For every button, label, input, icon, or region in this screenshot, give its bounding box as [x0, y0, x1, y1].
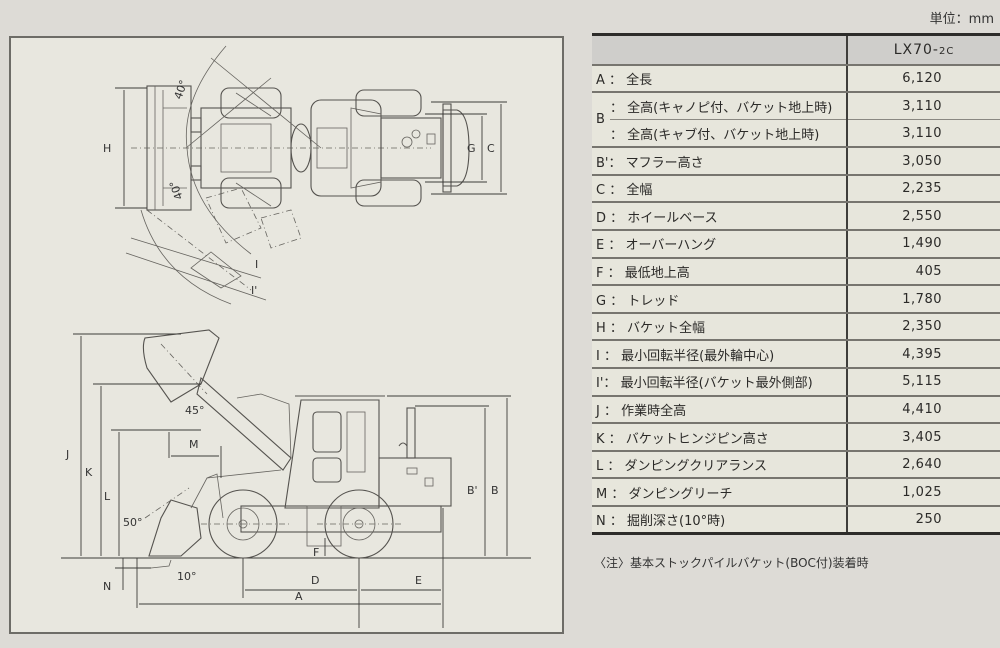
dim-H-label: H [103, 142, 111, 155]
table-row: B'： マフラー高さ 3,050 [592, 147, 1000, 176]
turning-radius-I-label: I [255, 258, 258, 271]
table-row: E ： オーバーハング 1,490 [592, 230, 1000, 259]
header-empty-cell [592, 34, 847, 66]
top-view: 40° 40° I I' H G C [103, 45, 507, 305]
spec-table: LX70-2C A ： 全長 6,120 B ： 全高(キャノピ付、バケット地上… [592, 33, 1000, 536]
dim-D-label: D [311, 574, 319, 587]
dimension-drawing-panel: 40° 40° I I' H G C [9, 36, 564, 634]
table-row: L ： ダンピングクリアランス 2,640 [592, 450, 1000, 480]
table-row: I'： 最小回転半径(バケット最外側部) 5,115 [592, 368, 1000, 397]
table-row: C ： 全幅 2,235 [592, 174, 1000, 204]
dim-N-label: N [103, 580, 111, 593]
dim-L-label: L [104, 490, 111, 503]
dim-C-label: C [487, 142, 495, 155]
model-header: LX70-2C [846, 34, 1000, 66]
table-footnote: 〈注〉基本ストックパイルバケット(BOC付)装着時 [594, 556, 869, 570]
raised-bucket [142, 329, 220, 403]
table-row: G ： トレッド 1,780 [592, 285, 1000, 314]
dim-F-label: F [313, 546, 319, 559]
table-row: D ： ホイールベース 2,550 [592, 202, 1000, 232]
dim-E-label: E [415, 574, 422, 587]
table-row: H ： バケット全幅 2,350 [592, 312, 1000, 342]
dim-B-label: B [491, 484, 499, 497]
table-row: N ： 掘削深さ(10°時) 250 [592, 506, 1000, 535]
dim-B-prime-label: B' [467, 484, 478, 497]
turning-radius-I-prime-label: I' [251, 284, 257, 297]
dim-K-label: K [85, 466, 93, 479]
dig-angle-label: 10° [177, 570, 197, 583]
wheel-loader-dimension-drawing: 40° 40° I I' H G C [61, 45, 531, 628]
table-row: I ： 最小回転半径(最外輪中心) 4,395 [592, 340, 1000, 370]
dim-J-label: J [65, 448, 69, 461]
table-header-row: LX70-2C [592, 34, 1000, 66]
dim-M-label: M [189, 438, 199, 451]
side-view: 45° 50° 10° J K L M N F [61, 329, 531, 628]
table-row: J ： 作業時全高 4,410 [592, 395, 1000, 425]
table-row: M ： ダンピングリーチ 1,025 [592, 478, 1000, 507]
table-row: F ： 最低地上高 405 [592, 257, 1000, 287]
dim-A-label: A [295, 590, 303, 603]
dump-angle-label: 45° [185, 404, 205, 417]
angle-lower-label: 40° [167, 179, 186, 202]
table-row: A ： 全長 6,120 [592, 64, 1000, 94]
dim-G-label: G [467, 142, 476, 155]
angle-upper-label: 40° [172, 78, 191, 101]
ground-bucket [148, 499, 202, 557]
table-row: K ： バケットヒンジピン高さ 3,405 [592, 423, 1000, 452]
rollback-angle-label: 50° [123, 516, 143, 529]
table-row: ： 全高(キャブ付、バケット地上時) 3,110 [592, 119, 1000, 149]
table-row: B ： 全高(キャノピ付、バケット地上時) 3,110 [592, 92, 1000, 149]
unit-label: 単位：mm [929, 12, 994, 27]
